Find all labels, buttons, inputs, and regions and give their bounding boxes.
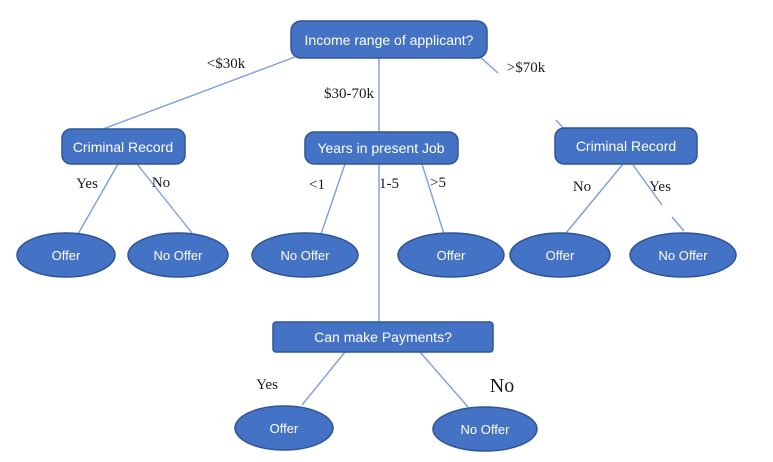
node-criminal-record-right-label: Criminal Record — [576, 138, 676, 154]
leaf-cr-left-yes-offer-shape — [16, 232, 116, 278]
edge-root-to-criminal-left — [102, 56, 296, 130]
node-years-in-job: Years in present Job — [304, 131, 459, 165]
edge-years-gt5-to-offer — [421, 163, 445, 235]
edge-criminal-left-yes-to-offer — [77, 163, 119, 235]
edge-root-to-criminal-right-segment1 — [477, 54, 499, 74]
edge-criminal-right-yes-to-no-offer-segment2 — [671, 216, 685, 232]
branch-label-left-no: No — [152, 175, 170, 191]
leaf-years-gt5-offer: Offer — [397, 232, 505, 278]
leaf-cr-right-no-offer-shape — [509, 232, 611, 278]
node-can-make-payments-shape — [272, 321, 494, 353]
leaf-cr-left-no-no-offer-label: No Offer — [154, 248, 204, 263]
branch-label-payments-yes: Yes — [256, 377, 278, 393]
leaf-payments-no-no-offer-shape — [432, 406, 538, 452]
edge-criminal-right-no-to-offer — [565, 163, 624, 234]
node-income-range-shape — [290, 20, 488, 59]
leaf-payments-no-no-offer-label: No Offer — [461, 422, 511, 437]
leaf-payments-yes-offer-shape — [234, 405, 334, 451]
node-criminal-record-right: Criminal Record — [554, 127, 698, 165]
branch-label-payments-no: No — [490, 375, 514, 397]
branch-label-gt70k: >$70k — [507, 60, 546, 76]
leaf-years-lt1-no-offer-shape — [251, 232, 359, 278]
leaf-payments-yes-offer-label: Offer — [270, 421, 299, 436]
leaf-years-lt1-no-offer-label: No Offer — [281, 248, 331, 263]
node-can-make-payments: Can make Payments? — [272, 321, 494, 353]
leaf-payments-yes-offer: Offer — [234, 405, 334, 451]
edge-payments-yes-to-offer — [301, 351, 346, 406]
leaf-years-lt1-no-offer: No Offer — [251, 232, 359, 278]
branch-label-left-yes: Yes — [76, 176, 98, 192]
branch-label-right-no: No — [573, 179, 591, 195]
node-can-make-payments-label: Can make Payments? — [314, 329, 452, 345]
node-years-in-job-shape — [304, 131, 459, 165]
edge-years-lt1-to-no-offer — [320, 163, 346, 235]
leaf-cr-left-no-no-offer: No Offer — [127, 232, 229, 278]
edge-criminal-left-no-to-no-offer — [136, 163, 193, 234]
edge-criminal-right-yes-to-no-offer-segment1 — [632, 164, 663, 206]
branch-label-1-5: 1-5 — [379, 176, 399, 192]
leaf-cr-right-no-offer: Offer — [509, 232, 611, 278]
leaf-payments-no-no-offer: No Offer — [432, 406, 538, 452]
branch-label-right-yes: Yes — [649, 179, 671, 195]
leaf-cr-left-no-no-offer-shape — [127, 232, 229, 278]
leaf-cr-left-yes-offer-label: Offer — [52, 248, 81, 263]
leaf-years-gt5-offer-label: Offer — [437, 248, 466, 263]
node-criminal-record-left-label: Criminal Record — [73, 139, 173, 155]
leaf-cr-right-yes-no-offer-shape — [629, 232, 737, 278]
node-income-range: Income range of applicant? — [290, 20, 488, 59]
branch-label-30-70k: $30-70k — [324, 86, 374, 102]
node-criminal-record-right-shape — [554, 127, 698, 165]
branch-label-lt1: <1 — [309, 177, 325, 193]
leaf-cr-right-no-offer-label: Offer — [546, 248, 575, 263]
node-criminal-record-left: Criminal Record — [61, 128, 186, 165]
node-income-range-label: Income range of applicant? — [305, 32, 474, 48]
branch-label-lt30k: <$30k — [207, 56, 246, 72]
leaf-cr-right-yes-no-offer: No Offer — [629, 232, 737, 278]
node-criminal-record-left-shape — [61, 128, 186, 165]
leaf-cr-right-yes-no-offer-label: No Offer — [659, 248, 709, 263]
leaf-years-gt5-offer-shape — [397, 232, 505, 278]
node-years-in-job-label: Years in present Job — [317, 140, 444, 156]
leaf-cr-left-yes-offer: Offer — [16, 232, 116, 278]
branch-label-gt5: >5 — [430, 175, 446, 191]
edge-payments-no-to-no-offer — [419, 351, 469, 408]
